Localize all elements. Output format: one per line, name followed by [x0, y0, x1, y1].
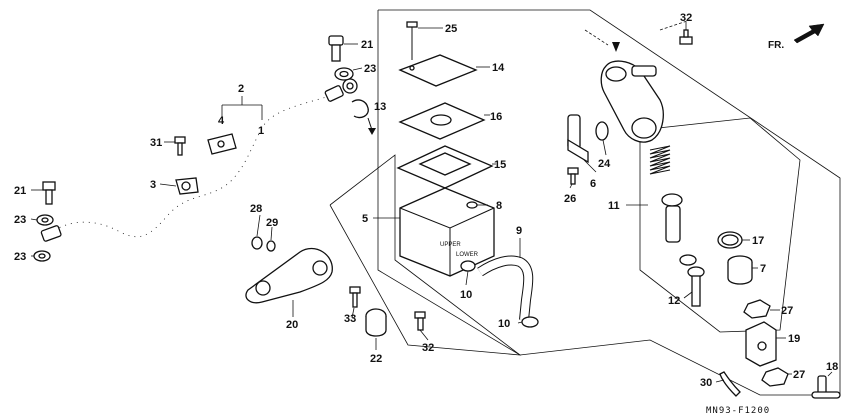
callout-11: 11: [608, 200, 620, 212]
leader-lines: [30, 22, 833, 383]
callout-3: 3: [150, 179, 156, 191]
washer-23-left-upper: [36, 214, 54, 226]
callout-4: 4: [218, 115, 225, 127]
hose-clip-10-upper: [460, 260, 476, 272]
callout-6: 6: [590, 178, 596, 190]
callout-32-top: 32: [680, 12, 692, 24]
master-cylinder-body: [600, 60, 664, 143]
callout-16: 16: [490, 111, 502, 123]
front-arrow-icon: [793, 23, 825, 44]
callout-13: 13: [374, 101, 386, 113]
diaphragm-15: [396, 145, 494, 189]
circlip-17: [717, 231, 743, 249]
callout-15: 15: [494, 159, 506, 171]
nut-27-upper: [743, 299, 771, 319]
bolt-33: [349, 286, 361, 308]
washer-29: [266, 240, 276, 252]
callout-31: 31: [150, 137, 162, 149]
callout-10-lower: 10: [498, 318, 510, 330]
reservoir-cap-14: [398, 54, 478, 87]
callout-18: 18: [826, 361, 838, 373]
callout-20: 20: [286, 319, 298, 331]
nut-27-lower: [761, 367, 789, 387]
piston-11: [661, 193, 697, 266]
callout-1: 1: [258, 125, 264, 137]
joint-6: [567, 114, 589, 164]
pin-18: [811, 375, 841, 399]
diagram-code: MN93-F1200: [706, 406, 770, 416]
clevis-19: [745, 321, 777, 367]
reservoir-5: UPPER LOWER: [399, 187, 495, 277]
callout-19: 19: [788, 333, 800, 345]
callout-numbers: 1 2 3 4 5 6 7 8 9 10 10 11 12 13 14 16 1…: [14, 12, 838, 389]
cotter-pin-30: [719, 371, 741, 397]
callout-14: 14: [492, 62, 505, 74]
hose-clip-10-lower: [521, 316, 539, 328]
oring-24: [595, 121, 609, 141]
callout-22: 22: [370, 353, 382, 365]
bolt-32-top: [679, 29, 693, 45]
plate-16: [398, 102, 486, 140]
pushrod-12: [687, 266, 705, 307]
callout-10-upper: 10: [460, 289, 472, 301]
reservoir-lower-mark: LOWER: [456, 252, 479, 258]
screw-8: [466, 201, 478, 209]
callout-28: 28: [250, 203, 262, 215]
callout-24: 24: [598, 158, 611, 170]
mounting-plate-20: [245, 247, 333, 304]
callout-27-upper: 27: [781, 305, 793, 317]
bolt-31: [174, 136, 186, 156]
callout-26: 26: [564, 193, 576, 205]
callout-32-lower: 32: [422, 342, 434, 354]
hose-clamp-3: [175, 177, 199, 195]
washer-23-left-lower: [33, 250, 51, 262]
callout-2: 2: [238, 83, 244, 95]
assembly-outline: [329, 9, 841, 396]
hose-clamp-4: [207, 133, 237, 155]
callout-23-top: 23: [364, 63, 376, 75]
callout-23-left-lower: 23: [14, 251, 26, 263]
callout-8: 8: [496, 200, 502, 212]
hose-joint-13: [351, 99, 376, 135]
screw-25: [406, 21, 418, 60]
bolt-32-lower: [414, 311, 426, 331]
callout-33: 33: [344, 313, 356, 325]
callout-25: 25: [445, 23, 457, 35]
callout-12: 12: [668, 295, 680, 307]
spring-11: [649, 145, 671, 175]
banjo-bolt-21-left: [42, 181, 56, 205]
brake-hose: [40, 78, 358, 242]
banjo-bolt-21-top: [328, 35, 344, 62]
reservoir-hose-9: [477, 255, 534, 321]
callout-30: 30: [700, 377, 712, 389]
boot-22: [365, 308, 387, 337]
front-direction-indicator: FR.: [768, 23, 825, 51]
callout-9: 9: [516, 225, 522, 237]
callout-29: 29: [266, 217, 278, 229]
washer-23-top: [334, 67, 354, 81]
callout-21-top: 21: [361, 39, 373, 51]
reservoir-upper-mark: UPPER: [440, 242, 461, 248]
callout-7: 7: [760, 263, 766, 275]
callout-23-left-upper: 23: [14, 214, 26, 226]
callout-21-left: 21: [14, 185, 26, 197]
bolt-26: [567, 167, 579, 185]
callout-5: 5: [362, 213, 368, 225]
front-direction-label: FR.: [768, 40, 784, 51]
callout-17: 17: [752, 235, 764, 247]
callout-27-lower: 27: [793, 369, 805, 381]
washer-28: [251, 236, 263, 250]
boot-7: [727, 255, 753, 285]
